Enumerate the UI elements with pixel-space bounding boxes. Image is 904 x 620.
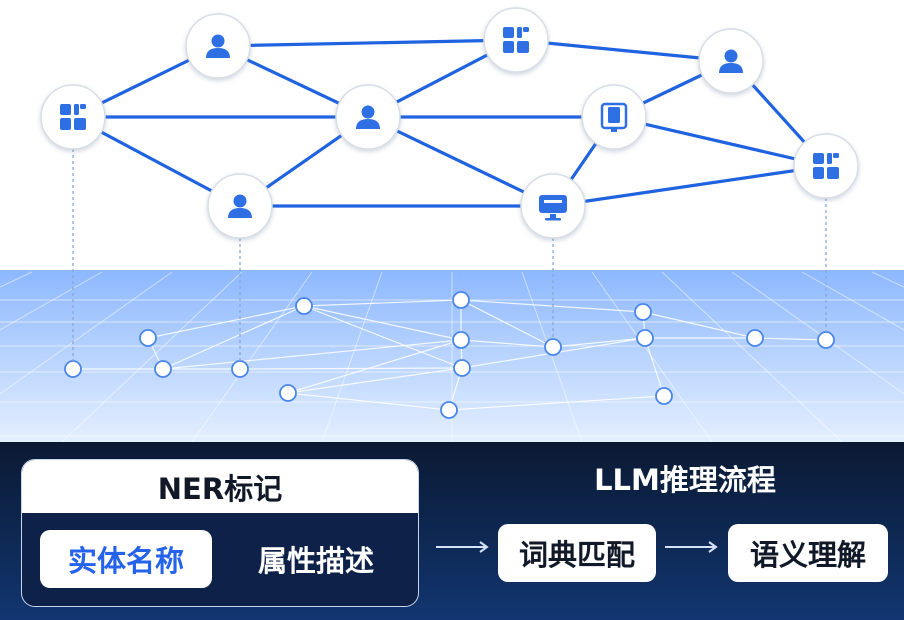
graph-nodes bbox=[40, 7, 859, 239]
graph-node bbox=[207, 173, 273, 239]
floor-edge bbox=[642, 311, 756, 339]
graph-node bbox=[793, 133, 859, 199]
llm-pipeline-title: LLM推理流程 bbox=[594, 463, 776, 497]
floor-node bbox=[279, 384, 297, 402]
floor-node bbox=[139, 329, 157, 347]
floor-grid-line bbox=[661, 271, 843, 442]
floor-network bbox=[64, 291, 835, 419]
arrow-right-icon bbox=[434, 540, 492, 554]
floor-edge bbox=[162, 305, 305, 370]
monitor-icon bbox=[539, 195, 567, 221]
projection-lines bbox=[72, 149, 827, 361]
floor-node bbox=[452, 291, 470, 309]
floor-node bbox=[231, 360, 249, 378]
floor-edge bbox=[460, 339, 554, 348]
graph-node bbox=[40, 84, 106, 150]
floor-node bbox=[452, 331, 470, 349]
floor-node bbox=[453, 359, 471, 377]
graph-node bbox=[698, 28, 764, 94]
graph-edge bbox=[216, 38, 518, 48]
attribute-description-chip: 属性描述 bbox=[257, 544, 374, 578]
floor-edge bbox=[460, 299, 554, 348]
graph-node bbox=[483, 7, 549, 73]
floor-grid-line bbox=[61, 271, 243, 442]
floor-node bbox=[154, 360, 172, 378]
floor-edge bbox=[448, 395, 665, 411]
person-icon bbox=[719, 49, 743, 73]
floor-edge bbox=[754, 337, 827, 341]
floor-node bbox=[295, 297, 313, 315]
floor-node bbox=[634, 303, 652, 321]
semantic-understanding-step: 语义理解 bbox=[728, 524, 888, 582]
floor-edge bbox=[303, 305, 462, 341]
floor-grid-line bbox=[521, 271, 583, 442]
floor-node bbox=[544, 338, 562, 356]
floor-grid-line bbox=[801, 271, 904, 331]
grid-app-icon bbox=[503, 27, 529, 53]
person-icon bbox=[356, 105, 380, 129]
ner-tagging-box: NER标记 实体名称 属性描述 bbox=[21, 459, 419, 607]
floor-edge bbox=[287, 367, 463, 394]
graph-edge bbox=[366, 115, 555, 208]
floor-edge bbox=[287, 339, 462, 394]
floor-grid-line bbox=[591, 271, 713, 442]
floor-grid-line bbox=[0, 271, 103, 331]
floor-edge bbox=[552, 337, 646, 348]
grid-app-icon bbox=[813, 153, 839, 179]
graph-node bbox=[185, 13, 251, 79]
graph-edge bbox=[514, 38, 733, 63]
floor-node bbox=[817, 331, 835, 349]
dictionary-match-step: 词典匹配 bbox=[498, 524, 656, 582]
floor-grid-line bbox=[191, 271, 313, 442]
floor-grid-line bbox=[321, 271, 383, 442]
graph-node bbox=[335, 84, 401, 150]
floor-edge bbox=[303, 305, 463, 369]
floor-node bbox=[655, 387, 673, 405]
arrow-right-icon bbox=[663, 540, 721, 554]
graph-edge bbox=[551, 164, 828, 208]
floor-node bbox=[746, 329, 764, 347]
floor-grid-line bbox=[731, 271, 904, 395]
person-icon bbox=[206, 34, 230, 58]
person-icon bbox=[228, 194, 252, 218]
graph-node bbox=[520, 173, 586, 239]
ner-title: NER标记 bbox=[22, 460, 418, 513]
entity-name-chip: 实体名称 bbox=[40, 530, 212, 588]
grid-app-icon bbox=[60, 104, 86, 130]
floor-grid-lines bbox=[0, 271, 904, 442]
graph-node bbox=[581, 84, 647, 150]
floor-edge bbox=[239, 367, 463, 370]
floor-edge bbox=[303, 299, 462, 307]
floor-edge bbox=[287, 392, 450, 411]
floor-node bbox=[64, 360, 82, 378]
graph-canvas bbox=[0, 7, 904, 442]
floor-node bbox=[440, 401, 458, 419]
floor-grid-line bbox=[0, 271, 173, 395]
floor-node bbox=[636, 329, 654, 347]
book-icon bbox=[600, 102, 628, 132]
floor-edge bbox=[162, 339, 462, 370]
floor-edge bbox=[644, 337, 665, 397]
floor-edge bbox=[460, 299, 644, 313]
graph-edge bbox=[612, 115, 828, 168]
floor-edge bbox=[147, 305, 305, 339]
